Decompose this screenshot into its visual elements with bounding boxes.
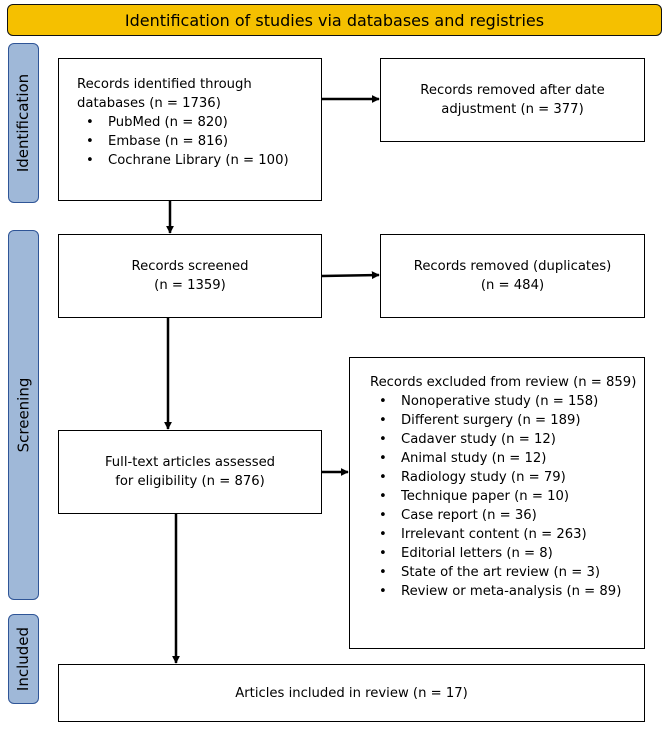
exclusion-item: State of the art review (n = 3) [370, 563, 644, 582]
records-identified-box: Records identified through databases (n … [58, 58, 322, 201]
exclusion-item: Radiology study (n = 79) [370, 468, 644, 487]
records-identified-line2: databases (n = 1736) [77, 96, 221, 111]
database-item-embase: Embase (n = 816) [77, 132, 321, 151]
records-excluded-title: Records excluded from review (n = 859) [370, 375, 637, 390]
database-list: PubMed (n = 820) Embase (n = 816) Cochra… [77, 113, 321, 170]
included-articles-label: Articles included in review (n = 17) [235, 685, 468, 701]
arrow-screened-to-removed-duplicates [321, 271, 380, 280]
database-item-pubmed: PubMed (n = 820) [77, 113, 321, 132]
removed-date-line1: Records removed after date [420, 83, 605, 98]
exclusion-item: Nonoperative study (n = 158) [370, 392, 644, 411]
header-banner: Identification of studies via databases … [7, 4, 662, 36]
removed-duplicates-box: Records removed (duplicates) (n = 484) [380, 234, 645, 318]
fulltext-assessed-line1: Full-text articles assessed [104, 455, 276, 470]
removed-duplicates-line2: (n = 484) [480, 278, 545, 293]
exclusion-reason-list: Nonoperative study (n = 158) Different s… [370, 392, 644, 601]
records-excluded-box: Records excluded from review (n = 859) N… [349, 357, 645, 649]
database-item-cochrane: Cochrane Library (n = 100) [77, 151, 321, 170]
included-articles-box: Articles included in review (n = 17) [58, 664, 645, 722]
phase-identification: Identification [8, 43, 39, 203]
removed-duplicates-line1: Records removed (duplicates) [413, 259, 612, 274]
records-screened-line2: (n = 1359) [154, 278, 226, 293]
records-identified-line1: Records identified through [77, 77, 252, 92]
exclusion-item: Cadaver study (n = 12) [370, 430, 644, 449]
banner-title: Identification of studies via databases … [124, 10, 545, 30]
fulltext-assessed-box: Full-text articles assessed for eligibil… [58, 430, 322, 514]
exclusion-item: Review or meta-analysis (n = 89) [370, 582, 644, 601]
removed-date-line2: adjustment (n = 377) [441, 102, 584, 117]
removed-date-box: Records removed after date adjustment (n… [380, 58, 645, 142]
exclusion-item: Editorial letters (n = 8) [370, 544, 644, 563]
exclusion-item: Animal study (n = 12) [370, 449, 644, 468]
records-screened-line1: Records screened [131, 259, 249, 274]
exclusion-item: Case report (n = 36) [370, 506, 644, 525]
exclusion-item: Irrelevant content (n = 263) [370, 525, 644, 544]
records-screened-box: Records screened (n = 1359) [58, 234, 322, 318]
phase-screening: Screening [8, 230, 39, 600]
exclusion-item: Different surgery (n = 189) [370, 411, 644, 430]
exclusion-item: Technique paper (n = 10) [370, 487, 644, 506]
fulltext-assessed-line2: for eligibility (n = 876) [115, 474, 265, 489]
phase-included: Included [8, 614, 39, 704]
